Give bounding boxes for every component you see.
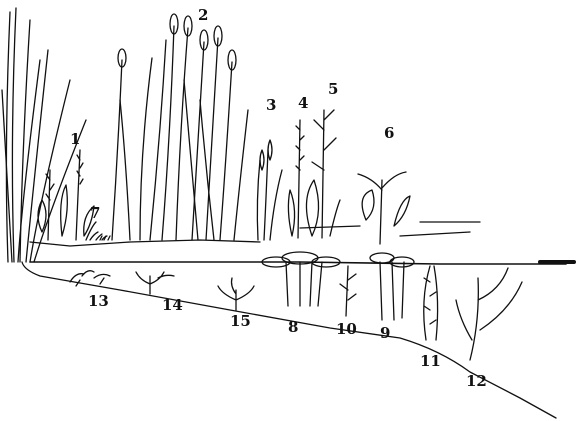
plant-7 (100, 236, 110, 240)
label-6: 6 (384, 126, 394, 141)
pond-basin (22, 262, 556, 418)
plant-5 (306, 110, 340, 238)
plant-2-cattails (112, 14, 248, 240)
plant-13-bottom (70, 271, 110, 286)
water-surface (30, 222, 574, 264)
plant-3 (257, 140, 282, 240)
label-12: 12 (466, 374, 487, 389)
plant-11-submerged (424, 266, 438, 340)
label-11: 11 (420, 354, 441, 369)
plant-6 (358, 172, 410, 244)
label-3: 3 (266, 98, 276, 113)
plant-1 (38, 150, 107, 240)
label-13: 13 (88, 294, 109, 309)
plant-4 (288, 120, 304, 238)
label-5: 5 (328, 82, 338, 97)
label-4: 4 (298, 96, 308, 111)
plant-15-bottom (218, 278, 254, 310)
label-10: 10 (336, 322, 357, 337)
label-14: 14 (162, 298, 183, 313)
plant-8-water-lily (262, 252, 340, 306)
label-8: 8 (288, 320, 298, 335)
label-2: 2 (198, 8, 208, 23)
label-15: 15 (230, 314, 251, 329)
plant-10-submerged (340, 266, 356, 316)
plant-12-submerged (456, 268, 522, 360)
plant-14-bottom (136, 272, 174, 294)
label-1: 1 (70, 132, 80, 147)
label-7: 7 (90, 206, 100, 221)
label-9: 9 (380, 326, 390, 341)
